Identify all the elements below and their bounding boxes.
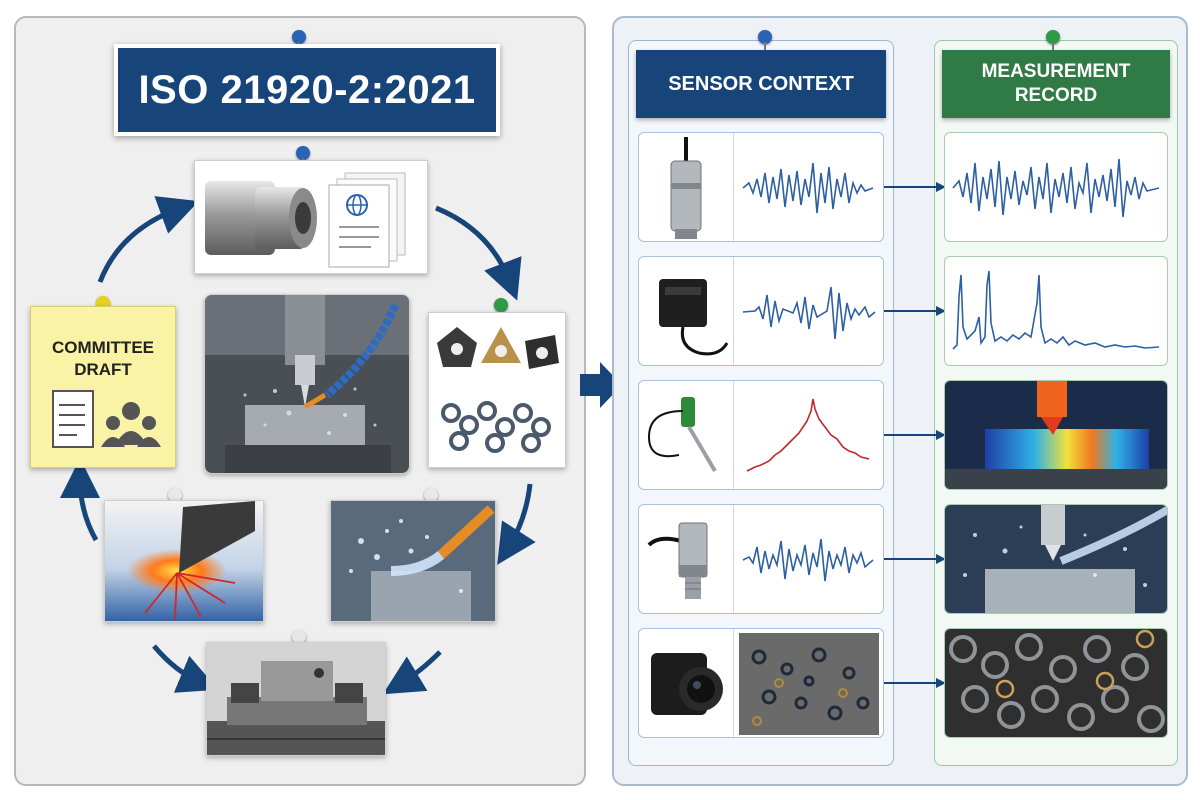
- fixture-setup-card: [206, 642, 386, 756]
- cutting-heat-zone-card: [104, 500, 264, 622]
- standard-title-banner: ISO 21920-2:2021: [114, 44, 500, 136]
- frequency-spectrum-icon: [952, 270, 1160, 350]
- workpiece-and-documents-card: [194, 160, 428, 274]
- document-and-people-icon: [52, 390, 161, 448]
- accelerometer-icon: [670, 137, 702, 239]
- pressure-waveform-icon: [742, 538, 874, 582]
- pin-icon: [296, 146, 310, 166]
- cycle-arrows: [60, 196, 536, 695]
- fixture-illustration: [207, 643, 385, 755]
- heat-zone-illustration: [105, 501, 263, 621]
- record-row-thermal-image: [944, 380, 1168, 490]
- note-line-1: COMMITTEE: [52, 338, 154, 357]
- chip-closeup-photo-icon: [945, 629, 1167, 737]
- acoustic-emission-sensor-icon: [659, 279, 729, 356]
- standard-title: ISO 21920-2:2021: [138, 67, 476, 112]
- pin-icon: [758, 30, 772, 50]
- pin-icon: [1046, 30, 1060, 50]
- connector-arrow-icon: [884, 430, 946, 440]
- committee-draft-note: COMMITTEE DRAFT: [30, 306, 176, 468]
- sensor-context-header: SENSOR CONTEXT: [636, 50, 886, 118]
- milling-illustration: [205, 295, 409, 473]
- workpiece-documents-illustration: [205, 172, 406, 268]
- coolant-illustration: [331, 501, 495, 621]
- connector-arrow-icon: [884, 182, 946, 192]
- temperature-peak-curve-icon: [746, 398, 870, 472]
- pressure-sensor-icon: [647, 522, 708, 599]
- connector-arrow-icon: [884, 554, 946, 564]
- burst-waveform-icon: [742, 286, 876, 340]
- transition-arrow-icon: [580, 362, 622, 408]
- vibration-record-waveform-icon: [952, 158, 1160, 218]
- pin-icon: [494, 298, 508, 318]
- sensor-row-pressure: [638, 504, 884, 614]
- thermal-image-icon: [945, 381, 1167, 489]
- measurement-title-line-1: MEASUREMENT: [981, 61, 1131, 82]
- record-row-coolant-machining: [944, 504, 1168, 614]
- connector-arrow-icon: [884, 678, 946, 688]
- sensor-context-title: SENSOR CONTEXT: [668, 72, 854, 95]
- chip-photo-icon: [739, 633, 879, 735]
- measurement-record-header: MEASUREMENT RECORD: [942, 50, 1170, 118]
- measurement-title-line-2: RECORD: [1014, 85, 1098, 106]
- record-row-chip-closeup: [944, 628, 1168, 738]
- record-row-vibration: [944, 132, 1168, 242]
- connector-arrow-icon: [884, 306, 946, 316]
- record-row-spectrum: [944, 256, 1168, 366]
- sensor-row-acoustic-emission: [638, 256, 884, 366]
- inserts-chips-illustration: [437, 327, 559, 453]
- coolant-machining-photo-icon: [945, 505, 1167, 613]
- sensor-row-camera: [638, 628, 884, 738]
- camera-icon: [651, 653, 723, 715]
- sensor-row-accelerometer: [638, 132, 884, 242]
- inserts-and-chips-card: [428, 312, 566, 468]
- milling-machine-photo: [204, 294, 410, 474]
- sensor-row-thermocouple: [638, 380, 884, 490]
- thermocouple-icon: [647, 397, 717, 473]
- coolant-spray-card: [330, 500, 496, 622]
- vibration-waveform-icon: [742, 162, 874, 214]
- note-line-2: DRAFT: [74, 360, 132, 379]
